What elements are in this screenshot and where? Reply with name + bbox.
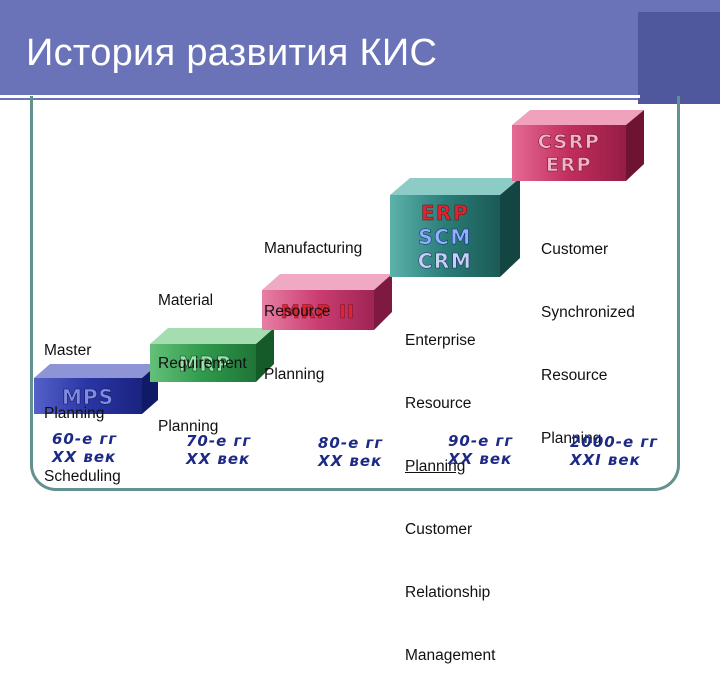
desc-line: Scheduling xyxy=(44,466,121,487)
erp-scm-crm-block: ERP SCM CRM xyxy=(390,178,520,277)
desc-line: Resource xyxy=(264,301,362,322)
csrp-block-top xyxy=(512,110,644,125)
era-century: XX век xyxy=(52,448,117,466)
era-decade: 70-е гг xyxy=(186,432,251,450)
era-2: 70-е гг XX век xyxy=(186,432,251,468)
mrp-description: Material Requirement Planning xyxy=(158,248,247,458)
era-decade: 60-е гг xyxy=(52,430,117,448)
erp-block-side xyxy=(500,178,520,277)
desc-line: Material xyxy=(158,290,247,311)
desc-line: Synchronized xyxy=(541,302,635,323)
erp-label: ERP xyxy=(421,201,469,225)
era-1: 60-е гг XX век xyxy=(52,430,117,466)
era-decade: 2000-е гг xyxy=(570,433,658,451)
era-century: XXI век xyxy=(570,451,658,469)
csrp-erp-block: CSRP ERP xyxy=(512,110,644,181)
desc-line: Customer xyxy=(541,239,635,260)
era-4: 90-е гг XX век xyxy=(448,432,513,468)
desc-line: Resource xyxy=(405,393,495,414)
desc-line: Master xyxy=(44,340,121,361)
mps-description: Master Planning Scheduling xyxy=(44,298,121,508)
erp-description: Enterprise Resource Planning Customer Re… xyxy=(405,288,495,687)
scm-label: SCM xyxy=(418,225,471,249)
desc-line: Planning xyxy=(264,364,362,385)
era-3: 80-е гг XX век xyxy=(318,434,383,470)
desc-line: Management xyxy=(405,645,495,666)
era-decade: 80-е гг xyxy=(318,434,383,452)
csrp-label: CSRP xyxy=(538,131,601,153)
era-5: 2000-е гг XXI век xyxy=(570,433,658,469)
desc-line: Customer xyxy=(405,519,495,540)
desc-line: Manufacturing xyxy=(264,238,362,259)
era-decade: 90-е гг xyxy=(448,432,513,450)
era-century: XX век xyxy=(318,452,383,470)
era-century: XX век xyxy=(186,450,251,468)
desc-line: Planning xyxy=(44,403,121,424)
desc-line: Relationship xyxy=(405,582,495,603)
csrp-description: Customer Synchronized Resource Planning xyxy=(541,197,635,470)
csrp-erp-label: ERP xyxy=(546,154,592,176)
desc-line: Enterprise xyxy=(405,330,495,351)
era-century: XX век xyxy=(448,450,513,468)
mrp2-description: Manufacturing Resource Planning xyxy=(264,196,362,406)
erp-block-top xyxy=(390,178,520,195)
desc-line: Resource xyxy=(541,365,635,386)
crm-label: CRM xyxy=(418,249,472,273)
desc-line: Requirement xyxy=(158,353,247,374)
